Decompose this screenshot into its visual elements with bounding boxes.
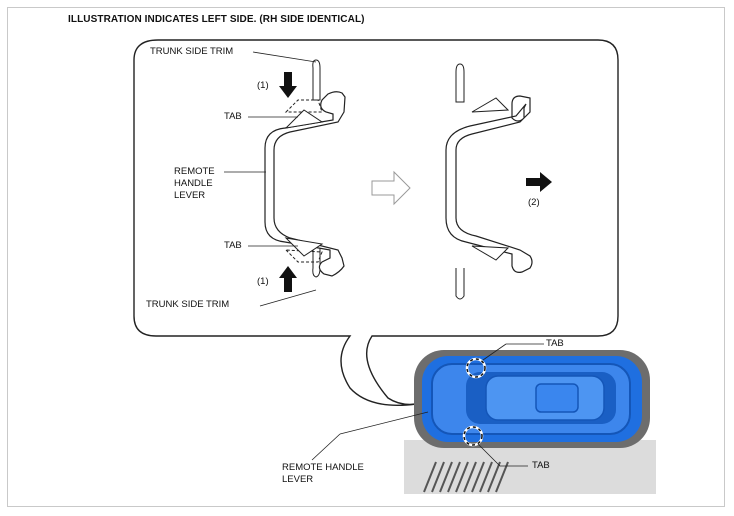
- label-photo-lever-line2: LEVER: [282, 474, 314, 485]
- photo-grille: [423, 461, 509, 493]
- label-remote-line2: HANDLE: [174, 178, 213, 189]
- label-remote-line3: LEVER: [174, 190, 206, 201]
- lever-profile-right: [445, 95, 533, 273]
- photo-background-trim: [404, 440, 656, 494]
- solid-right-arrow-icon: [526, 172, 552, 192]
- leader-photo-tab-bottom: [477, 443, 501, 467]
- label-tab-bottom: TAB: [224, 240, 242, 251]
- label-tab-top: TAB: [224, 111, 242, 122]
- lever-profile-left: [264, 91, 346, 277]
- label-step1-bottom: (1): [257, 276, 269, 287]
- label-photo-tab-bottom: TAB: [532, 460, 550, 471]
- tab-top: [284, 109, 324, 129]
- leader-trunk-top: [252, 51, 317, 63]
- leader-trunk-bottom: [259, 289, 317, 307]
- trunk-trim-bottom-right-2: [455, 268, 465, 300]
- photo-remote-handle: [404, 350, 656, 494]
- label-photo-tab-top: TAB: [546, 338, 564, 349]
- leader-photo-lever: [311, 433, 341, 461]
- tab-bottom: [284, 237, 324, 257]
- illustration-title: ILLUSTRATION INDICATES LEFT SIDE. (RH SI…: [68, 14, 365, 25]
- photo-handle-grip: [535, 383, 579, 413]
- tab-right-top: [471, 97, 510, 113]
- label-step2: (2): [528, 197, 540, 208]
- label-step1-top: (1): [257, 80, 269, 91]
- leader-photo-tab-top: [482, 343, 507, 361]
- tab-bottom-dashed: [284, 249, 323, 263]
- label-remote-line1: REMOTE: [174, 166, 215, 177]
- down-arrow-icon: [279, 72, 297, 98]
- trunk-trim-top-right: [455, 63, 465, 103]
- label-trunk-side-trim-top: TRUNK SIDE TRIM: [150, 46, 234, 57]
- label-trunk-side-trim-bottom: TRUNK SIDE TRIM: [146, 299, 230, 310]
- tab-top-dashed: [284, 99, 323, 113]
- tab-right-bottom: [471, 245, 510, 261]
- trunk-trim-top-left: [312, 59, 321, 101]
- hollow-right-arrow-icon: [371, 170, 411, 206]
- up-arrow-icon: [279, 266, 297, 292]
- label-photo-lever-line1: REMOTE HANDLE: [282, 462, 364, 473]
